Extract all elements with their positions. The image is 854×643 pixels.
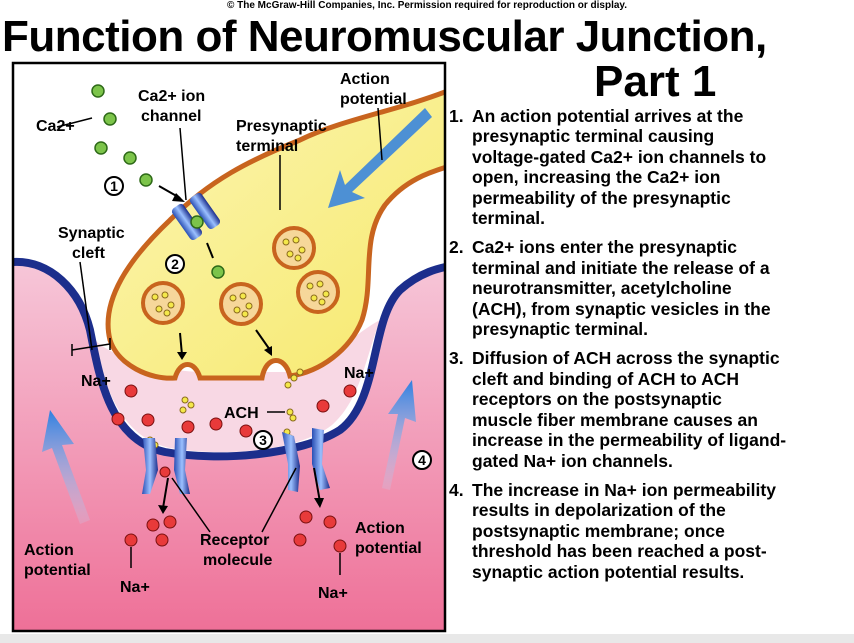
step-item: 1. An action potential arrives at the pr… — [449, 106, 851, 228]
step-line: open, increasing the Ca2+ ion — [472, 167, 721, 188]
na-label-right: Na+ — [344, 365, 374, 382]
step-line: receptors on the postsynaptic — [472, 389, 722, 410]
action-potential-left-label-2: potential — [24, 562, 91, 579]
action-potential-top-label-2: potential — [340, 91, 407, 108]
synaptic-vesicle — [296, 270, 340, 314]
ca-ion-channel — [171, 192, 221, 241]
synaptic-vesicle — [272, 226, 316, 270]
bottom-bar — [0, 634, 854, 643]
synaptic-cleft-label: Synaptic — [58, 225, 125, 242]
na-label-bottom-right: Na+ — [318, 585, 348, 602]
step-line: synaptic action potential results. — [472, 561, 745, 582]
ca-channel-label-2: channel — [141, 108, 201, 125]
step-number: 3. — [449, 348, 464, 369]
step-line: postsynaptic membrane; once — [472, 520, 725, 541]
synaptic-vesicle — [141, 281, 185, 325]
step-line: presynaptic terminal. — [472, 319, 649, 340]
receptor-molecule-left — [142, 438, 190, 494]
step-line: cleft and binding of ACH to ACH — [472, 368, 740, 389]
presynaptic-label-2: terminal — [236, 138, 298, 155]
action-potential-arrow-right — [382, 380, 416, 490]
step-line: terminal and initiate the release of a — [472, 257, 770, 278]
step-line: Diffusion of ACH across the synaptic — [472, 348, 780, 369]
page-title-part: Part 1 — [594, 57, 717, 106]
step-line: presynaptic terminal causing — [472, 126, 715, 147]
step-line: An action potential arrives at the — [472, 106, 744, 126]
synaptic-vesicle — [219, 282, 263, 326]
na-ions — [111, 384, 357, 553]
copyright-notice: © The McGraw-Hill Companies, Inc. Permis… — [226, 0, 628, 11]
step-item: 3. Diffusion of ACH across the synaptic … — [449, 348, 851, 470]
na-label-bottom-left: Na+ — [120, 579, 150, 596]
step-number: 4. — [449, 479, 464, 500]
ca-ion-label: Ca2+ — [36, 118, 75, 135]
presynaptic-label: Presynaptic — [236, 118, 327, 135]
action-potential-arrow-top — [328, 108, 432, 208]
muscle-fiber — [13, 264, 445, 631]
step-line: The increase in Na+ ion permeability — [472, 479, 776, 500]
ca-channel-label: Ca2+ ion — [138, 88, 205, 105]
step-line: (ACH), from synaptic vesicles in the — [472, 298, 771, 319]
step-line: muscle fiber membrane causes an — [472, 409, 758, 430]
action-potential-top-label: Action — [340, 71, 390, 88]
step-marker-4: 4 — [412, 450, 432, 470]
synaptic-cleft — [95, 320, 380, 453]
step-line: permeability of the presynaptic — [472, 187, 731, 208]
page-title: Function of Neuromuscular Junction, — [2, 12, 767, 61]
step-number: 1. — [449, 106, 464, 126]
step-line: Ca2+ ions enter the presynaptic — [472, 237, 738, 258]
svg-text:4: 4 — [418, 452, 426, 468]
step-marker-1: 1 — [104, 176, 124, 196]
step-line: gated Na+ ion channels. — [472, 450, 673, 471]
action-potential-right-label-2: potential — [355, 540, 422, 557]
svg-text:3: 3 — [259, 432, 267, 448]
step-line: neurotransmitter, acetylcholine — [472, 278, 732, 299]
action-potential-arrow-left — [42, 410, 90, 524]
ach-label: ACH — [224, 405, 259, 422]
step-item: 2. Ca2+ ions enter the presynaptic termi… — [449, 237, 851, 339]
svg-text:1: 1 — [110, 178, 118, 194]
step-item: 4. The increase in Na+ ion permeability … — [449, 480, 851, 582]
receptor-molecule-right — [282, 428, 330, 492]
step-marker-3: 3 — [253, 430, 273, 450]
receptor-label: Receptor — [200, 532, 269, 549]
steps-list: 1. An action potential arrives at the pr… — [449, 106, 851, 591]
action-potential-right-label: Action — [355, 520, 405, 537]
synaptic-cleft-label-2: cleft — [72, 245, 106, 262]
step-number: 2. — [449, 237, 464, 258]
action-potential-left-label: Action — [24, 542, 74, 559]
step-line: voltage-gated Ca2+ ion channels to — [472, 146, 767, 167]
step-line: results in depolarization of the — [472, 500, 726, 521]
step-line: terminal. — [472, 208, 545, 229]
step-line: threshold has been reached a post- — [472, 541, 767, 562]
step-marker-2: 2 — [165, 254, 185, 274]
step-line: increase in the permeability of ligand- — [472, 430, 787, 451]
na-label-left: Na+ — [81, 373, 111, 390]
ca-ions — [91, 84, 225, 279]
receptor-label-2: molecule — [203, 552, 272, 569]
svg-text:2: 2 — [171, 256, 179, 272]
